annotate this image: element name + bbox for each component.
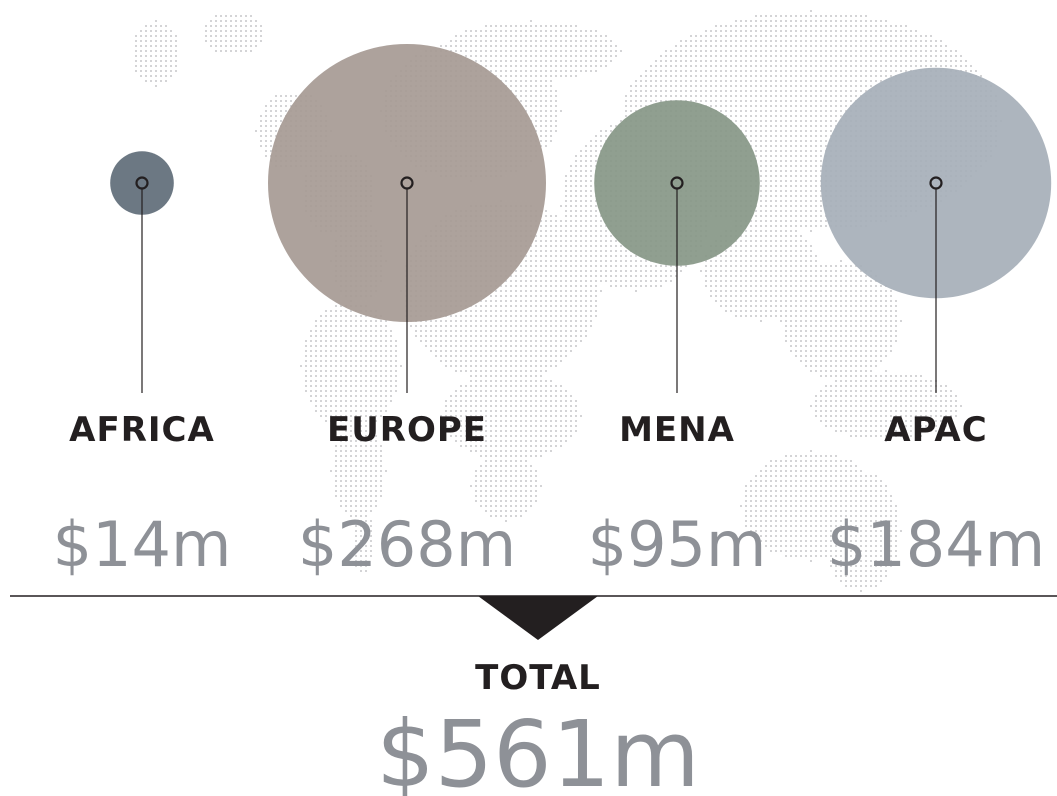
region-label-mena: MENA	[619, 410, 735, 450]
total-value: $561m	[376, 701, 700, 796]
value-label-europe: $268m	[298, 508, 516, 581]
value-label-mena: $95m	[588, 508, 767, 581]
bubble-mena	[594, 100, 760, 266]
bubble-africa	[110, 151, 174, 215]
center-marker-apac	[929, 176, 943, 190]
bubbles	[110, 44, 1052, 393]
value-label-africa: $14m	[53, 508, 232, 581]
center-marker-europe	[400, 176, 414, 190]
center-marker-africa	[135, 176, 149, 190]
total-label: TOTAL	[475, 658, 601, 698]
region-label-apac: APAC	[884, 410, 987, 450]
value-label-apac: $184m	[827, 508, 1045, 581]
region-labels: AFRICA EUROPE MENA APAC	[69, 410, 987, 450]
region-label-africa: AFRICA	[69, 410, 215, 450]
bubble-europe	[268, 44, 546, 322]
region-label-europe: EUROPE	[327, 410, 487, 450]
center-marker-mena	[670, 176, 684, 190]
bubble-apac	[820, 67, 1052, 299]
value-labels: $14m $268m $95m $184m	[53, 508, 1045, 581]
total-arrow-down	[478, 596, 598, 640]
